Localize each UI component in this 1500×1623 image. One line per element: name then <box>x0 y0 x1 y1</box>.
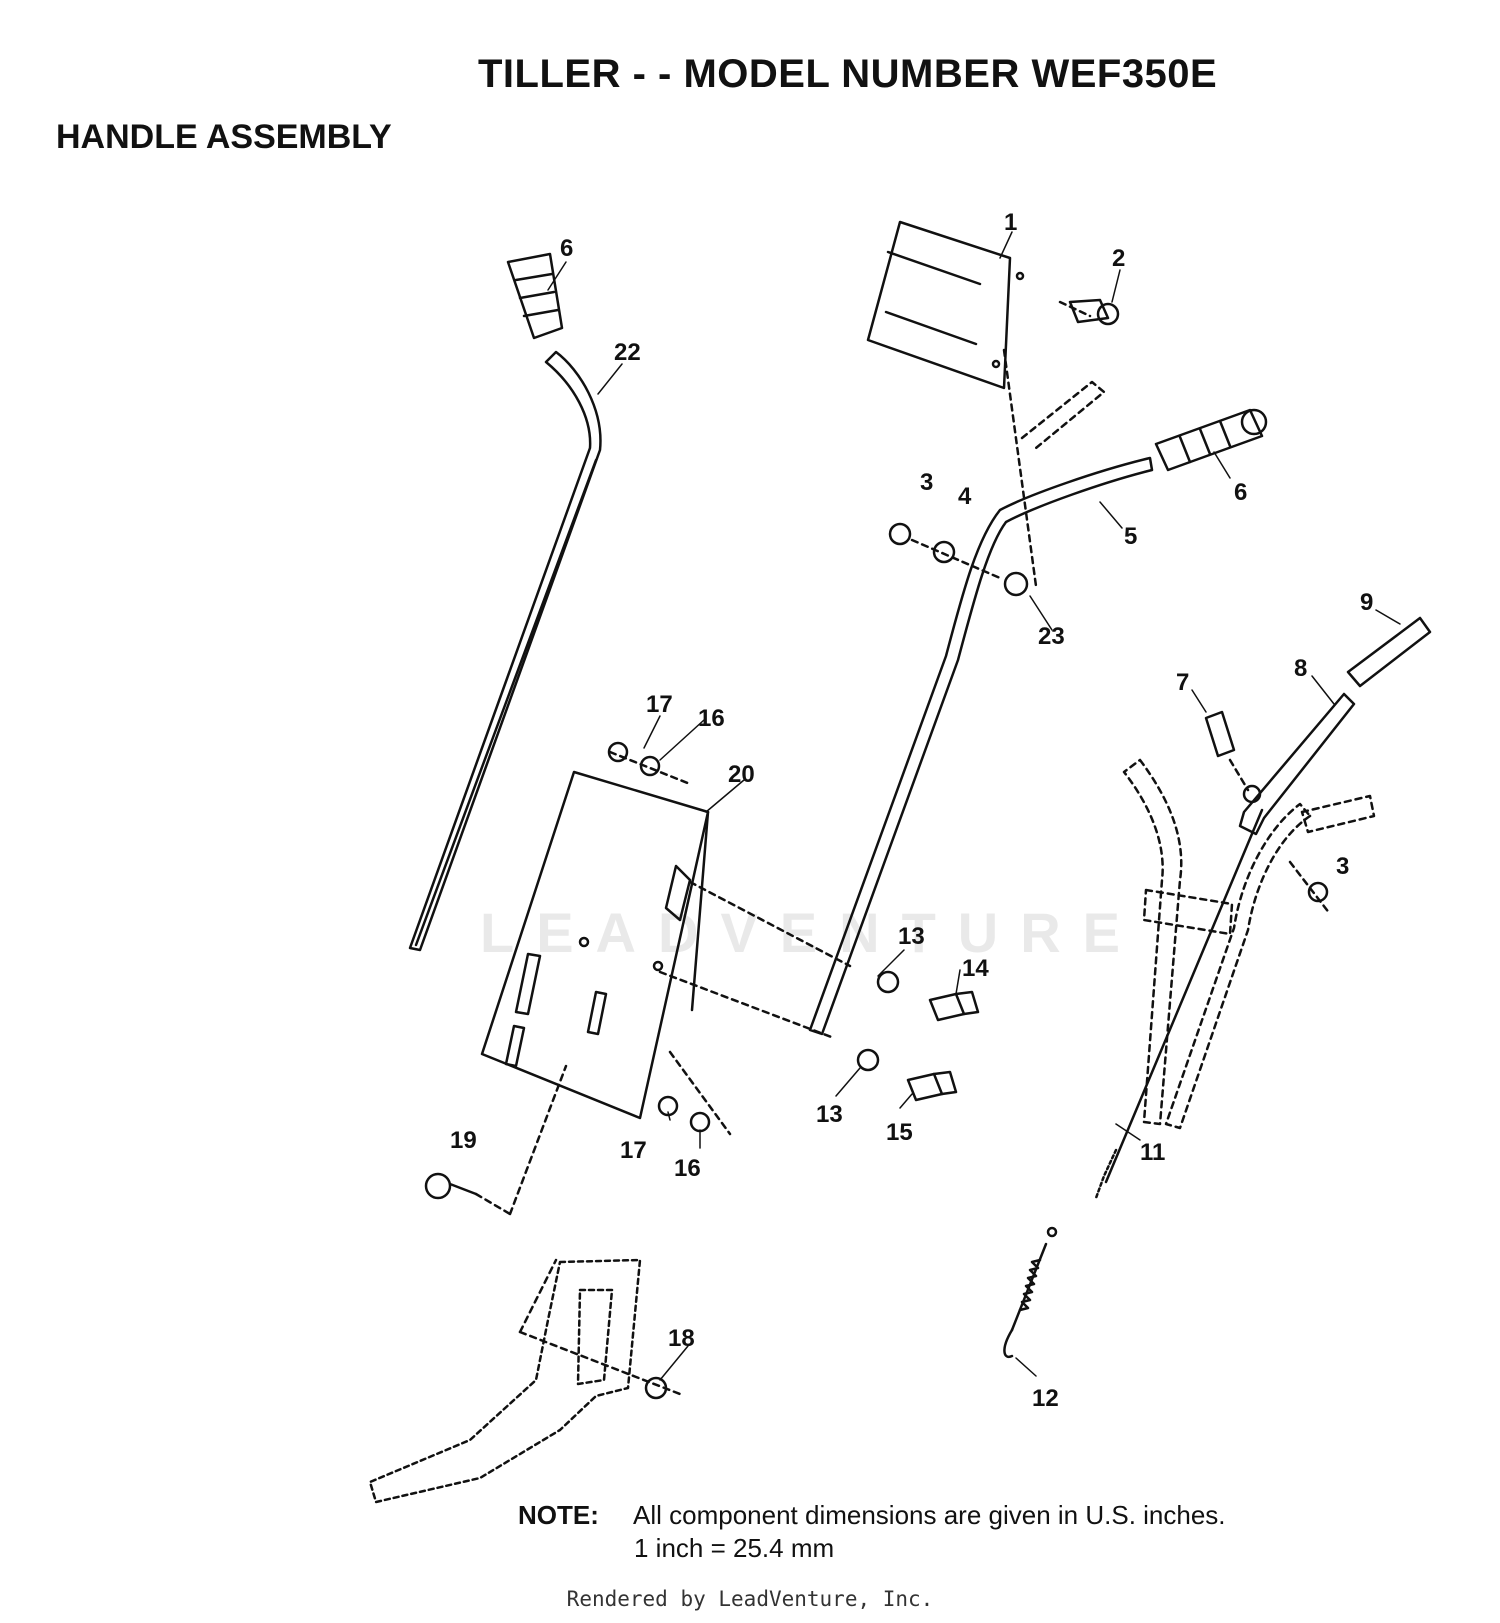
spacer-washer <box>1003 571 1029 597</box>
part-label-7: 7 <box>1176 669 1189 696</box>
lever-pivot-bolt <box>1204 710 1236 758</box>
carriage-bolt <box>424 1172 512 1216</box>
part-label-6-left: 6 <box>560 235 573 262</box>
frame-washer <box>644 1376 668 1400</box>
part-label-15: 15 <box>886 1119 913 1146</box>
control-cable <box>1094 808 1264 1200</box>
control-panel <box>866 220 1025 390</box>
upper-flat-washer <box>876 970 900 994</box>
note-label: NOTE: <box>518 1500 599 1530</box>
part-label-1: 1 <box>1004 209 1017 236</box>
bottom-lock-washer <box>689 1111 711 1133</box>
part-label-3-right: 3 <box>1336 853 1349 880</box>
part-label-6-right: 6 <box>1234 479 1247 506</box>
note-line-2: 1 inch = 25.4 mm <box>634 1533 835 1563</box>
left-handle-grip <box>506 252 564 340</box>
part-label-3-top: 3 <box>920 469 933 496</box>
note: NOTE: All component dimensions are given … <box>518 1500 1226 1531</box>
part-label-16-top: 16 <box>698 705 725 732</box>
part-label-4: 4 <box>958 483 972 510</box>
part-label-8: 8 <box>1294 655 1307 682</box>
tiller-frame <box>368 1258 642 1504</box>
section-title: HANDLE ASSEMBLY <box>56 118 392 156</box>
part-label-13-lower: 13 <box>816 1101 843 1128</box>
part-label-19: 19 <box>450 1127 477 1154</box>
right-handle-tube <box>808 380 1154 1036</box>
right-handle-grip <box>1154 408 1268 472</box>
part-label-2: 2 <box>1112 245 1125 272</box>
part-label-5: 5 <box>1124 523 1137 550</box>
part-label-23: 23 <box>1038 623 1065 650</box>
part-label-13-upper: 13 <box>898 923 925 950</box>
part-label-17-top: 17 <box>646 691 673 718</box>
control-lever <box>1238 692 1356 836</box>
footer-credit: Rendered by LeadVenture, Inc. <box>566 1587 934 1611</box>
part-label-18: 18 <box>668 1325 695 1352</box>
flat-washer <box>932 540 956 564</box>
bolt <box>1058 298 1120 326</box>
part-label-20: 20 <box>728 761 755 788</box>
part-label-16-bottom: 16 <box>674 1155 701 1182</box>
part-label-14: 14 <box>962 955 989 982</box>
left-handle-tube <box>408 350 602 952</box>
part-label-22: 22 <box>614 339 641 366</box>
note-line-1: All component dimensions are given in U.… <box>633 1500 1226 1530</box>
return-spring <box>1003 1226 1058 1359</box>
page-title: TILLER - - MODEL NUMBER WEF350E <box>478 52 1218 96</box>
part-label-17-bottom: 17 <box>620 1137 647 1164</box>
part-label-11: 11 <box>1140 1139 1165 1166</box>
handle-bracket-shroud <box>480 770 710 1120</box>
lever-lock-nut <box>1307 881 1329 903</box>
part-label-9: 9 <box>1360 589 1373 616</box>
top-lock-washer <box>639 755 661 777</box>
lower-flat-washer <box>856 1048 880 1072</box>
phantom-handle-outline <box>1122 758 1376 1130</box>
lower-hex-bolt <box>906 1070 958 1102</box>
control-lever-grip <box>1346 616 1432 688</box>
hex-nut <box>888 522 912 546</box>
upper-hex-bolt <box>928 990 980 1022</box>
part-label-12: 12 <box>1032 1385 1059 1412</box>
watermark-text: LEADVENTURE <box>480 901 1143 964</box>
